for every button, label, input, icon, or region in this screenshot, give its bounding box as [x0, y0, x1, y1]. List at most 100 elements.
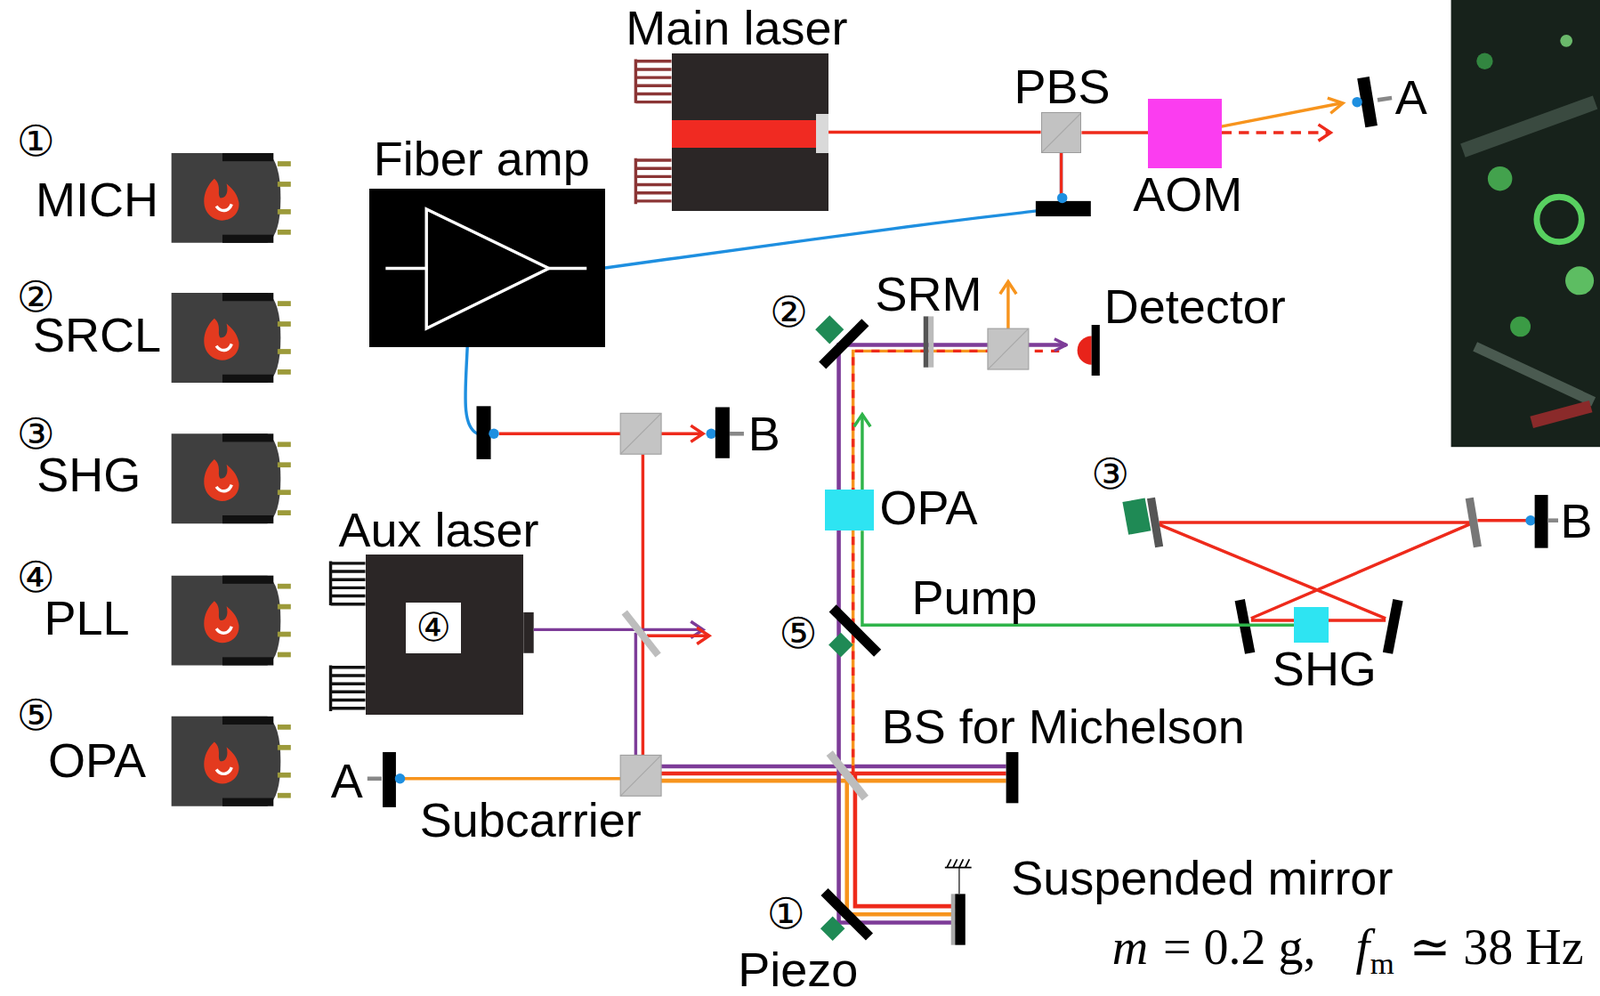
part-label: B	[748, 409, 781, 458]
lab-photo	[1451, 0, 1600, 447]
pickoff-coupler	[1035, 153, 1091, 217]
michelson-beams	[836, 489, 841, 774]
michelson-beams	[839, 773, 956, 922]
fiber-output-path	[620, 412, 662, 454]
srm-and-cube	[987, 328, 1029, 370]
michelson-beams	[853, 281, 1009, 774]
part-label: BS for Michelson	[881, 702, 1245, 751]
part-label: PLL	[43, 593, 130, 642]
shg-cavity	[1548, 517, 1559, 523]
callout-number: ⑤	[778, 611, 817, 655]
beam-splitters	[624, 612, 659, 655]
fiber-amplifier: Fiber amp	[369, 188, 606, 348]
shg-cavity	[1122, 498, 1151, 535]
laser-stripe	[671, 120, 817, 148]
aom-output-beams	[1327, 97, 1343, 114]
part-label: Subcarrier	[420, 795, 642, 844]
laser-fins	[523, 612, 534, 654]
laser-fins	[331, 561, 366, 712]
part-label: OPA	[48, 735, 146, 784]
beam-connector	[828, 130, 1042, 134]
michelson-beams	[860, 413, 864, 490]
shg-cavity	[1387, 599, 1398, 654]
amplifier-symbol	[385, 266, 587, 270]
aom-box: AOM	[1147, 98, 1222, 169]
formula-part: = 0.2 g,	[1163, 921, 1317, 972]
beam-connector	[862, 530, 1294, 625]
component-label: OPA	[879, 483, 978, 532]
michelson-beams	[951, 893, 956, 945]
callout-number: ①	[16, 119, 56, 162]
fiber-output-path	[696, 627, 710, 644]
fiber-output-path	[706, 428, 717, 439]
fiber-output-path	[476, 405, 492, 460]
main-laser: Main laser	[671, 53, 830, 212]
driver-icons	[171, 292, 291, 383]
mass-frequency-note: m= 0.2 g,fm≃ 38 Hz	[1112, 921, 1584, 972]
fiber-output-path	[715, 406, 730, 458]
beam-connector	[1081, 130, 1148, 134]
formula-part: f	[1355, 921, 1370, 972]
driver-icons	[171, 716, 291, 807]
opa-crystal: OPA	[824, 489, 874, 531]
shg-cavity	[1535, 494, 1549, 549]
callout-number: ①	[766, 891, 805, 935]
michelson-beams	[661, 771, 1007, 776]
fiber-output-path	[646, 634, 709, 638]
beam-label: Pump	[912, 573, 1038, 622]
driver-icons	[171, 153, 291, 243]
amplifier-symbol	[369, 188, 606, 348]
fiber-output-path	[465, 347, 478, 434]
shg-cavity	[1469, 498, 1478, 548]
lab-photo	[1565, 266, 1594, 295]
detector-symbol	[1091, 324, 1100, 376]
michelson-beams	[954, 893, 965, 945]
pickoff-coupler	[1035, 201, 1091, 217]
component-label: Aux laser	[338, 505, 539, 554]
fiber-output-path	[690, 425, 704, 442]
callout-number: ④	[16, 555, 56, 598]
part-label: Piezo	[737, 945, 858, 994]
beam-splitters	[829, 752, 865, 798]
piezo-mirrors	[824, 891, 870, 937]
component-label: SHG	[1272, 644, 1377, 693]
formula-part: ≃ 38 Hz	[1408, 921, 1584, 972]
fiber-output-path	[661, 432, 703, 436]
shg-cavity	[1122, 494, 1559, 654]
fiber-output-path	[729, 431, 744, 437]
srm-and-cube	[928, 315, 934, 367]
michelson-beams	[958, 867, 961, 895]
fiber-output-path	[533, 628, 639, 631]
part-label: SRM	[874, 269, 982, 318]
pickoff-coupler	[1057, 193, 1067, 203]
photodetector: Detector	[1066, 324, 1100, 376]
fiber-output-path	[640, 628, 703, 631]
aom-output-beams	[1351, 96, 1362, 107]
component-label: Detector	[1104, 282, 1286, 331]
lab-photo	[1536, 196, 1582, 242]
lab-photo	[1559, 34, 1573, 48]
piezo-mirrors	[828, 632, 854, 658]
michelson-beams	[854, 413, 871, 427]
driver-icons	[171, 433, 291, 524]
laser-number: ④	[405, 602, 461, 654]
piezo-mirrors	[822, 322, 865, 365]
shg-cavity	[1525, 515, 1536, 526]
aom-output-beams	[1318, 124, 1332, 141]
lab-photo	[1529, 400, 1592, 429]
michelson-beams	[661, 778, 1007, 784]
laser-window	[816, 113, 829, 154]
formula-part: m	[1112, 921, 1148, 972]
lab-photo	[1510, 315, 1531, 337]
part-label: MICH	[35, 175, 159, 224]
aom-output-beams	[1221, 103, 1342, 127]
michelson-beams	[855, 773, 955, 906]
michelson-beams	[382, 751, 396, 808]
aux-laser: Aux laser④	[365, 554, 525, 715]
fiber-output-path	[641, 453, 645, 755]
piezo-mirrors	[832, 607, 878, 653]
michelson-beams	[620, 754, 662, 796]
fiber-output-path	[488, 428, 499, 439]
lab-photo	[1476, 53, 1493, 70]
